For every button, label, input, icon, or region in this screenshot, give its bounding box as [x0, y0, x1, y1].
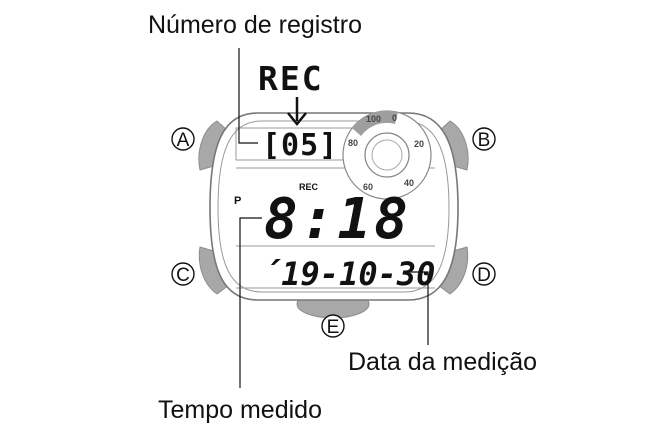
button-e-marker — [321, 314, 345, 338]
bezel-label-0: 0 — [392, 113, 397, 123]
leader-elapsed-time — [239, 217, 262, 388]
bezel-label-80: 80 — [348, 138, 358, 148]
record-number-value: [05] — [262, 128, 338, 163]
bezel-label-60: 60 — [363, 182, 373, 192]
label-measurement-date: Data da medição — [348, 348, 538, 376]
date-display: ´19-10-30 — [262, 255, 435, 293]
label-elapsed-time: Tempo medido — [158, 396, 322, 424]
button-b-letter: B — [478, 130, 491, 151]
button-c-marker — [171, 262, 195, 286]
leader-measurement-date — [404, 271, 429, 345]
rec-big-label: REC — [258, 59, 324, 98]
rec-small-label: REC — [299, 182, 319, 192]
bezel-label-100: 100 — [366, 114, 381, 124]
button-c-letter: C — [176, 265, 190, 286]
button-d-letter: D — [477, 265, 491, 286]
leader-record-number — [238, 48, 258, 144]
watch-case-inner — [217, 120, 450, 293]
button-a-marker — [171, 127, 195, 151]
bezel-label-20: 20 — [414, 139, 424, 149]
label-record-number: Número de registro — [148, 11, 362, 39]
sub-dial-bezel-arc — [352, 110, 398, 136]
button-b-marker — [472, 127, 496, 151]
bezel-label-40: 40 — [404, 178, 414, 188]
button-a-letter: A — [177, 130, 190, 151]
rec-arrow-head — [287, 112, 307, 126]
pm-indicator: P — [234, 195, 241, 207]
sub-dial-center — [371, 139, 403, 171]
button-e-letter: E — [327, 317, 340, 338]
main-time-display: 8:18 — [264, 187, 411, 252]
button-d-marker — [472, 262, 496, 286]
